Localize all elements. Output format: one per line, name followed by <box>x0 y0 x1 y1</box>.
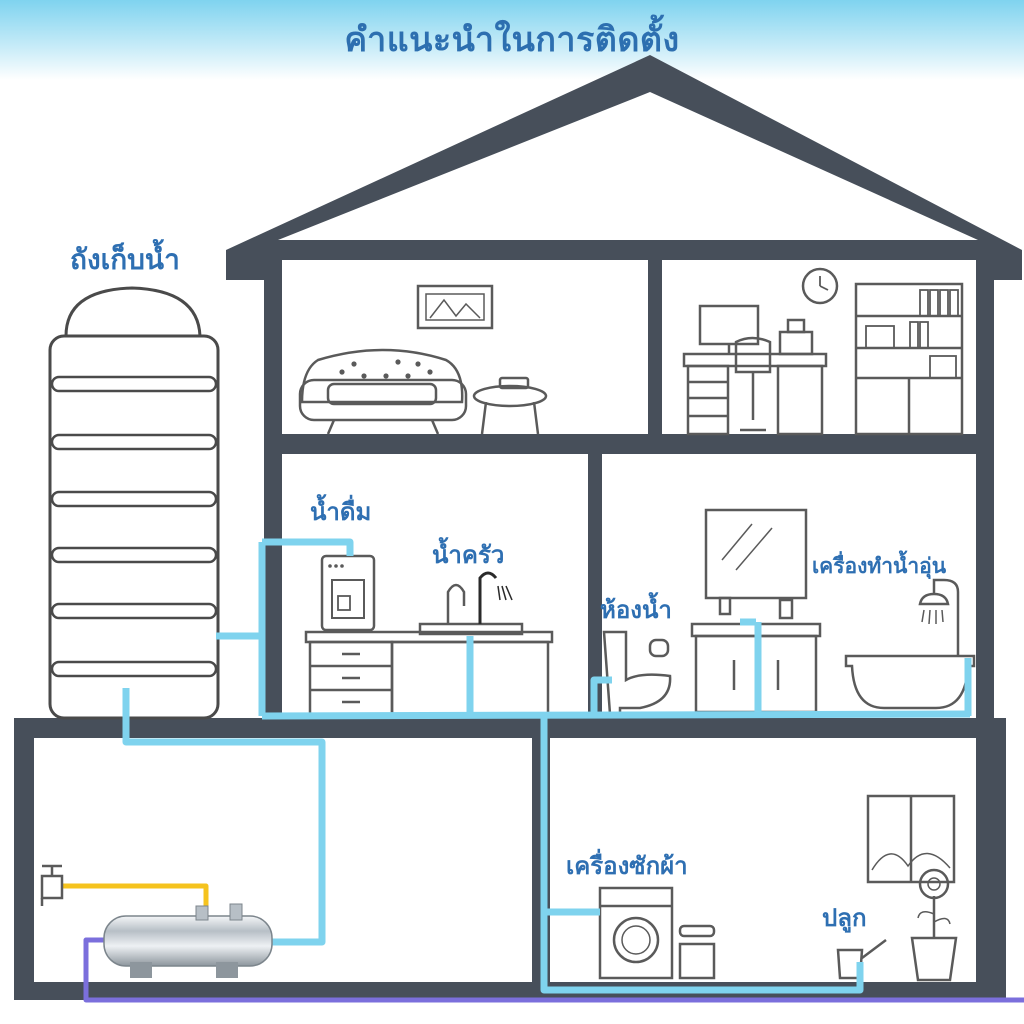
shower-head <box>932 578 960 656</box>
laundry-basket <box>678 942 716 980</box>
wall-picture <box>416 284 494 330</box>
ground-right-wall <box>976 718 1006 998</box>
wall-clock <box>801 267 839 305</box>
living-room <box>298 284 548 435</box>
upper-manifold <box>261 710 971 720</box>
desk-drawers <box>686 364 730 436</box>
side-table <box>472 384 548 408</box>
label-kitchen-water: น้ำครัว <box>432 541 505 569</box>
kitchen <box>304 554 554 716</box>
page-title: คำแนะนำในการติดตั้ง <box>344 20 680 60</box>
label-planting: ปลูก <box>822 904 867 932</box>
label-bathroom: ห้องน้ำ <box>600 596 672 624</box>
attic-beam <box>264 240 994 260</box>
sofa <box>300 348 464 404</box>
upper-left-wall <box>264 240 282 725</box>
ground-riser <box>540 716 864 994</box>
drain-pipe <box>83 937 1024 1003</box>
toilet <box>602 630 672 716</box>
floor-2-divider <box>588 444 602 724</box>
label-water-heater: เครื่องทำน้ำอุ่น <box>812 554 947 578</box>
floor-3-divider <box>648 250 662 444</box>
office-room <box>682 267 964 436</box>
ground-ceiling-slab <box>14 718 1006 738</box>
filter-unit <box>103 903 273 978</box>
inlet-pipe <box>54 883 209 918</box>
printer <box>778 330 814 356</box>
tank-outlet-pipe <box>122 688 326 946</box>
label-washing-machine: เครื่องซักผ้า <box>566 852 688 880</box>
kitchen-sink <box>418 622 524 636</box>
ground-left-wall <box>14 718 34 998</box>
mirror <box>704 508 808 600</box>
flower-pot <box>910 936 958 982</box>
office-chair <box>734 336 772 374</box>
laundry-and-garden <box>598 794 958 982</box>
floor-3-slab <box>264 434 994 454</box>
bathtub <box>844 654 976 710</box>
label-drinking-water: น้ำดื่ม <box>310 498 372 526</box>
washing-machine <box>598 886 674 980</box>
toilet-paper <box>648 638 670 658</box>
roof <box>226 55 1022 280</box>
water-tank <box>48 286 220 720</box>
toilet-branch <box>590 676 612 716</box>
water-supply-pipes <box>122 538 972 994</box>
drinking-branch <box>262 538 354 556</box>
sunflower <box>918 868 950 900</box>
upper-right-wall <box>976 240 994 725</box>
label-water-tank: ถังเก็บน้ำ <box>70 243 180 276</box>
title-banner <box>0 0 1024 80</box>
valve-icon <box>40 864 64 906</box>
kitchen-faucet <box>446 583 466 624</box>
